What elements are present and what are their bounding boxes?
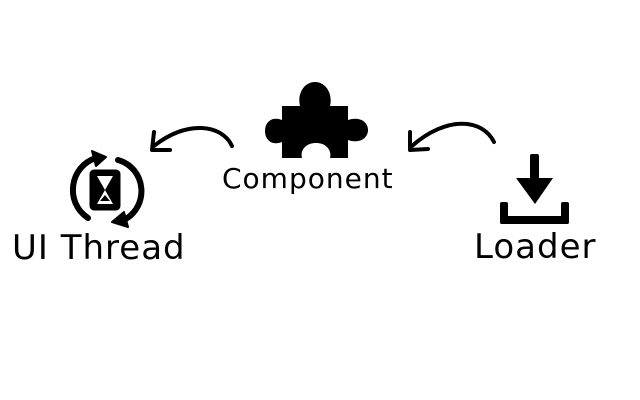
hourglass-cycle-icon	[69, 150, 145, 228]
arrow-loader-to-component	[408, 121, 496, 152]
puzzle-piece-icon	[265, 82, 368, 158]
ui-thread-label: UI Thread	[12, 228, 186, 268]
download-icon	[500, 154, 569, 224]
arrow-component-to-ui-thread	[150, 126, 234, 152]
component-label: Component	[222, 162, 394, 195]
loader-label: Loader	[474, 227, 597, 267]
